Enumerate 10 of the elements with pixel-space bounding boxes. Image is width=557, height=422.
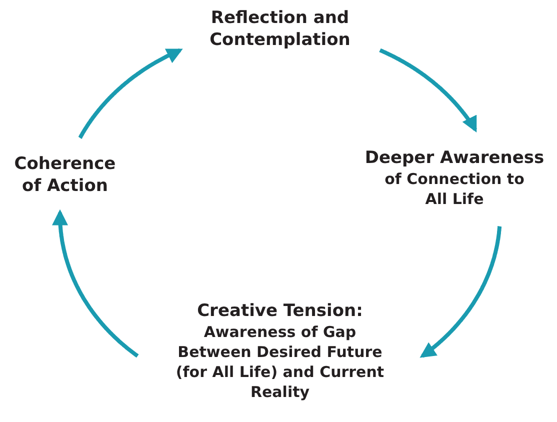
- node-heading: Deeper Awareness: [364, 147, 544, 169]
- node-text: of Connection to All Life: [384, 169, 524, 209]
- curved-arrow: [78, 48, 183, 140]
- node-heading: Reflection and Contemplation: [208, 7, 352, 51]
- curved-arrow: [378, 48, 477, 133]
- curved-arrow: [52, 209, 139, 358]
- node-heading: Creative Tension:: [197, 300, 363, 322]
- node-text: Awareness of Gap Between Desired Future (for All Life) and Current Reality: [175, 322, 385, 402]
- curved-arrow: [420, 225, 502, 358]
- node-heading: Coherence of Action: [13, 153, 117, 197]
